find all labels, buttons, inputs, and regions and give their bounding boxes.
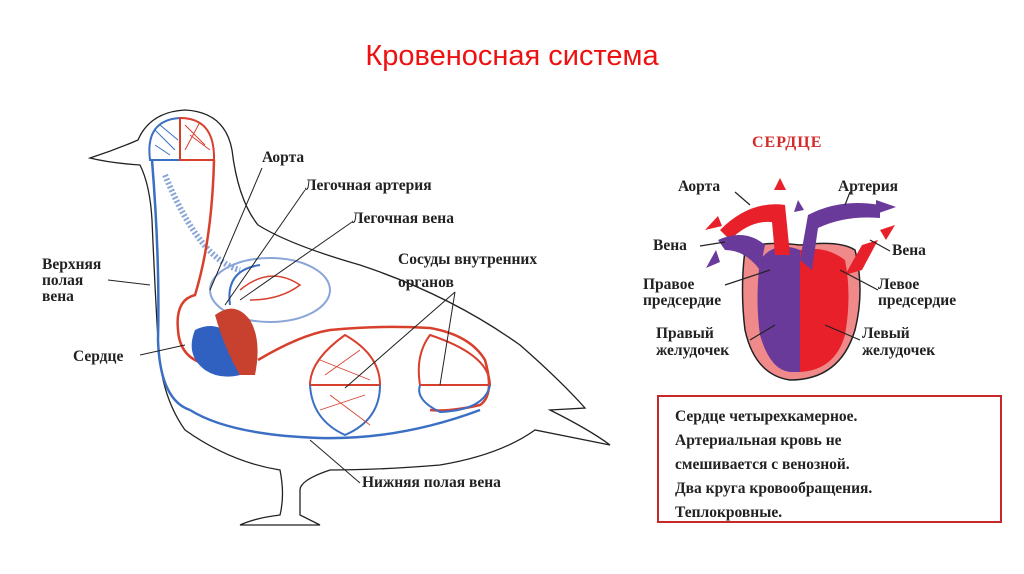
label-pulmonary-artery: Легочная артерия	[305, 177, 432, 194]
heart-illustration	[705, 178, 896, 381]
heart-label-aorta: Аорта	[678, 178, 721, 195]
facts-box: Сердце четырехкамерное. Артериальная кро…	[657, 395, 1002, 523]
heart-label-vein-left: Вена	[653, 237, 687, 254]
fact-line: Теплокровные.	[675, 504, 783, 521]
heart-label-right-ventricle-2: желудочек	[656, 342, 730, 359]
fact-line: смешивается с венозной.	[675, 456, 850, 473]
label-superior-vena-cava-2: полая	[42, 272, 84, 289]
label-superior-vena-cava: Верхняя	[42, 256, 102, 273]
label-pulmonary-vein: Легочная вена	[352, 210, 454, 227]
bird-outline	[87, 109, 611, 526]
label-inferior-vena-cava: Нижняя полая вена	[362, 474, 501, 491]
slide-title: Кровеносная система	[365, 40, 659, 72]
fact-line: Артериальная кровь не	[675, 432, 842, 449]
label-internal-vessels-2: органов	[398, 274, 454, 291]
heart-label-right-atrium-2: предсердие	[643, 292, 722, 309]
label-superior-vena-cava-3: вена	[42, 288, 74, 305]
heart-label-left-ventricle: Левый	[862, 325, 910, 342]
heart-label-right-atrium: Правое	[643, 276, 695, 293]
label-heart: Сердце	[73, 348, 124, 365]
fact-line: Сердце четырехкамерное.	[675, 408, 858, 425]
label-aorta: Аорта	[262, 149, 305, 166]
heart-title: СЕРДЦЕ	[752, 134, 823, 151]
heart-label-left-atrium-2: предсердие	[878, 292, 957, 309]
organ-capillaries-1	[308, 333, 382, 386]
heart-label-vein-right: Вена	[892, 242, 926, 259]
heart-label-artery: Артерия	[838, 178, 899, 195]
heart-label-right-ventricle: Правый	[656, 325, 714, 342]
label-internal-vessels: Сосуды внутренних	[398, 251, 538, 268]
heart-label-left-atrium: Левое	[878, 276, 920, 293]
heart-label-left-ventricle-2: желудочек	[862, 342, 936, 359]
fact-line: Два круга кровообращения.	[675, 480, 873, 497]
